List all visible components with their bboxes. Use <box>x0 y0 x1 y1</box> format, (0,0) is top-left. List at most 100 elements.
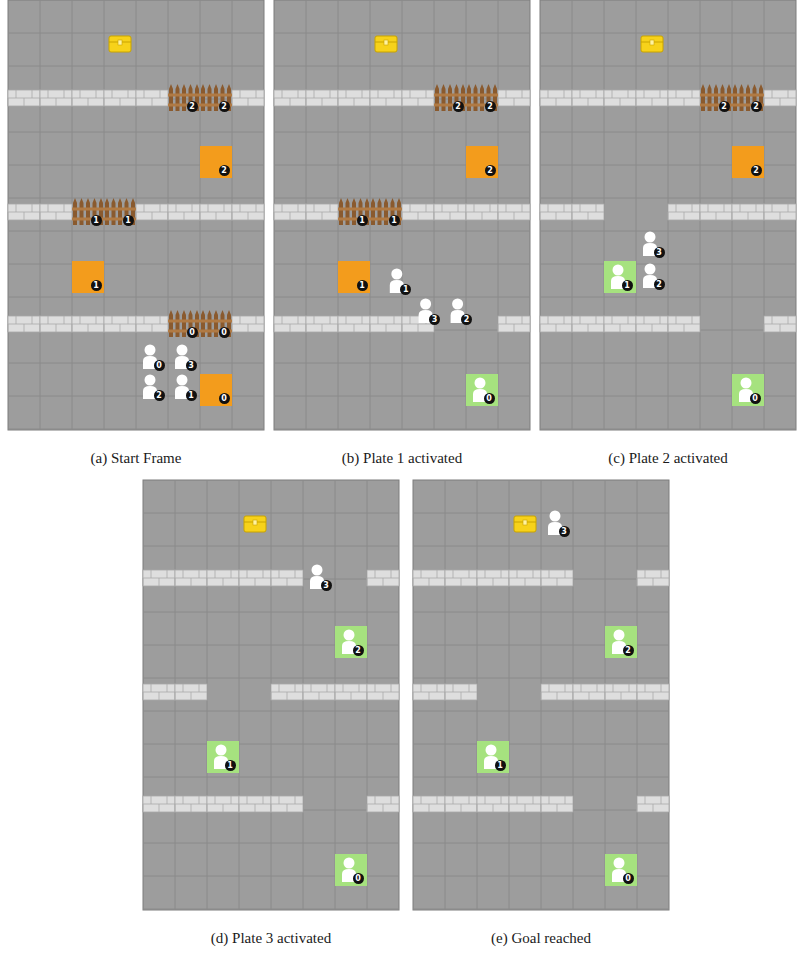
callout-anchor: 0 <box>623 873 634 884</box>
fence-picket <box>169 310 173 337</box>
brick-joint <box>485 796 486 804</box>
brick-joint <box>48 90 49 98</box>
fence-picket <box>701 84 705 111</box>
brick <box>498 90 530 106</box>
grid-line <box>413 513 669 514</box>
grid-line <box>434 0 435 430</box>
brick-joint <box>652 324 653 332</box>
brick-joint <box>418 212 419 220</box>
brick-joint <box>271 804 272 812</box>
grid-line <box>40 0 41 430</box>
brick <box>540 316 572 332</box>
callout-anchor: 1 <box>123 215 134 226</box>
brick-joint <box>183 684 184 692</box>
brick-joint <box>175 578 176 586</box>
caption-anchor: (e) Goal reached <box>413 928 669 948</box>
fence-picket <box>740 84 744 111</box>
brick-joint <box>636 324 637 332</box>
brick-joint <box>271 578 272 586</box>
brick <box>668 204 700 220</box>
brick-joint <box>290 212 291 220</box>
grid-lines <box>274 0 530 430</box>
brick-joint <box>375 796 376 804</box>
brick-joint <box>772 90 773 98</box>
brick-joint <box>506 204 507 212</box>
grid-line <box>232 0 233 430</box>
fence-picket <box>73 198 77 225</box>
callout-anchor: 2 <box>453 101 464 112</box>
brick-joint <box>112 316 113 324</box>
callout-number: 2 <box>219 101 230 112</box>
brick-joint <box>8 324 9 332</box>
brick-joint <box>56 212 57 220</box>
brick-joint <box>548 204 549 212</box>
brick-joint <box>223 804 224 812</box>
brick <box>540 90 572 106</box>
pressure-plate <box>200 374 232 406</box>
brick-joint <box>319 692 320 700</box>
callout-anchor: 2 <box>187 101 198 112</box>
brick <box>540 204 572 220</box>
caption-anchor: (c) Plate 2 activated <box>540 448 796 468</box>
grid-line <box>306 0 307 430</box>
brick-joint <box>628 316 629 324</box>
brick-joint <box>104 98 105 106</box>
callout-number: 1 <box>389 215 400 226</box>
brick-joint <box>580 90 581 98</box>
fence-rail <box>168 320 200 323</box>
brick-joint <box>391 570 392 578</box>
brick-joint <box>306 98 307 106</box>
callout-number: 2 <box>654 279 665 290</box>
brick-joint <box>256 204 257 212</box>
brick-joint <box>522 204 523 212</box>
agent-head <box>645 264 656 275</box>
brick-joint <box>458 204 459 212</box>
agent-head <box>452 299 463 310</box>
grid-line <box>8 198 264 199</box>
brick-joint <box>191 692 192 700</box>
gate-fence <box>168 84 200 111</box>
brick <box>637 684 669 700</box>
grid-line <box>764 0 765 430</box>
brick-joint <box>274 324 275 332</box>
brick-joint <box>175 692 176 700</box>
brick-joint <box>637 578 638 586</box>
brick-joint <box>263 796 264 804</box>
grid-line <box>274 132 530 133</box>
callout-anchor: 1 <box>91 280 102 291</box>
brick-joint <box>362 316 363 324</box>
brick <box>200 204 232 220</box>
brick-joint <box>367 578 368 586</box>
fence-picket <box>182 310 186 337</box>
brick-joint <box>645 684 646 692</box>
brick-joint <box>426 204 427 212</box>
brick-joint <box>383 692 384 700</box>
brick-wall <box>8 204 264 220</box>
brick-joint <box>279 684 280 692</box>
brick-joint <box>160 204 161 212</box>
game-frame <box>143 480 399 910</box>
brick <box>445 570 477 586</box>
brick-joint <box>64 316 65 324</box>
brick-joint <box>40 98 41 106</box>
fence-picket <box>118 198 122 225</box>
brick <box>541 570 573 586</box>
pressure-plate <box>732 146 764 178</box>
agent-head <box>145 345 156 356</box>
gate-fence <box>434 84 466 111</box>
brick <box>477 570 509 586</box>
brick-joint <box>636 98 637 106</box>
brick-joint <box>605 692 606 700</box>
brick-joint <box>724 204 725 212</box>
fence-rail <box>72 208 104 211</box>
grid-line <box>143 744 399 745</box>
brick <box>274 204 306 220</box>
brick-joint <box>540 212 541 220</box>
brick-joint <box>143 692 144 700</box>
brick-joint <box>152 212 153 220</box>
fence-picket <box>208 84 212 111</box>
brick-joint <box>413 578 414 586</box>
brick-joint <box>572 324 573 332</box>
